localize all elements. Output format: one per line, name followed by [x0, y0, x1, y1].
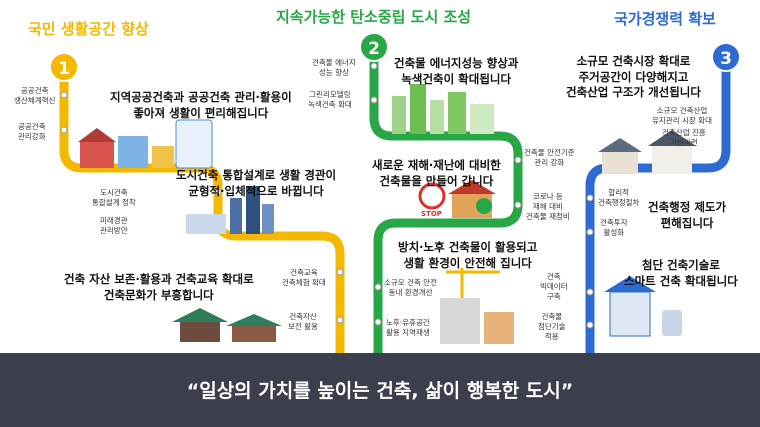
- green-route-line: [369, 45, 523, 360]
- station-dot: [370, 62, 378, 70]
- station-dot: [336, 268, 344, 276]
- stop-sign-label: STOP: [421, 210, 442, 218]
- station-dot: [370, 96, 378, 104]
- station-dot: [586, 321, 594, 329]
- slogan: “일상의 가치를 높이는 건축, 삶이 행복한 도시”: [186, 380, 574, 402]
- construction-illustration: [440, 268, 514, 344]
- public-buildings-illustration: [78, 119, 213, 169]
- route-number-3: 3: [711, 42, 741, 72]
- station-dot: [514, 156, 522, 164]
- heritage-illustration: [172, 308, 282, 342]
- station-dot: [374, 283, 382, 291]
- route-number-2: 2: [359, 32, 389, 62]
- station-dot: [60, 126, 68, 134]
- station-dot: [214, 188, 222, 196]
- column-title-1: 국민 생활공간 향상: [28, 20, 149, 38]
- station-dot: [586, 288, 594, 296]
- station-dot: [514, 201, 522, 209]
- station-dot: [586, 228, 594, 236]
- disaster-ready-illustration: [418, 180, 496, 218]
- houses-illustration: [598, 130, 696, 174]
- yellow-route-line: [59, 65, 345, 360]
- station-dot: [586, 194, 594, 202]
- column-title-2: 지속가능한 탄소중립 도시 조성: [276, 8, 472, 26]
- station-dot: [60, 91, 68, 99]
- footer-band: [0, 353, 760, 427]
- green-buildings-illustration: [392, 84, 494, 134]
- station-dot: [336, 316, 344, 324]
- smart-building-illustration: [604, 276, 682, 337]
- station-dot: [374, 318, 382, 326]
- column-title-3: 국가경쟁력 확보: [614, 10, 716, 28]
- city-skyline-illustration: [186, 186, 274, 234]
- route-number-1: 1: [49, 52, 79, 82]
